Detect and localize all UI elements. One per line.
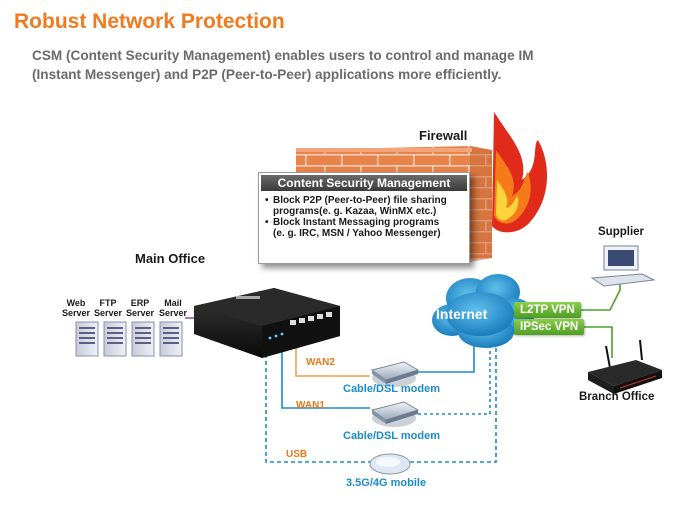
server-rack-icons bbox=[75, 321, 183, 357]
page-title: Robust Network Protection bbox=[14, 10, 285, 33]
router-icon bbox=[194, 288, 340, 358]
main-office-label: Main Office bbox=[135, 251, 206, 266]
computer-icon bbox=[590, 245, 656, 287]
supplier-label: Supplier bbox=[598, 226, 645, 238]
mobile-modem-icon bbox=[369, 453, 411, 475]
ipsec-vpn-tag: IPSec VPN bbox=[514, 319, 585, 335]
l2tp-vpn-tag: L2TP VPN bbox=[514, 302, 581, 318]
wan2-label: WAN2 bbox=[306, 357, 335, 368]
csm-list: Block P2P (Peer-to-Peer) file sharing pr… bbox=[265, 195, 469, 239]
flame-icon bbox=[492, 112, 548, 233]
server-label-mail: Mail Server bbox=[158, 298, 188, 318]
branch-office-label: Branch Office bbox=[579, 391, 655, 403]
server-label-erp: ERP Server bbox=[126, 298, 155, 318]
firewall-label: Firewall bbox=[419, 128, 468, 143]
server-label-ftp: FTP Server bbox=[94, 298, 123, 318]
csm-item-im: Block Instant Messaging programs (e. g. … bbox=[265, 217, 469, 239]
csm-callout: Content Security Management Block P2P (P… bbox=[258, 172, 470, 264]
modem-icon-2 bbox=[370, 401, 420, 427]
wan1-label: WAN1 bbox=[296, 400, 325, 411]
intro-text: CSM (Content Security Management) enable… bbox=[32, 46, 632, 84]
internet-label: Internet bbox=[436, 306, 488, 322]
modem-icon-1 bbox=[370, 361, 420, 387]
intro-line-1: CSM (Content Security Management) enable… bbox=[32, 48, 534, 63]
usb-label: USB bbox=[286, 449, 308, 460]
intro-line-2: (Instant Messenger) and P2P (Peer-to-Pee… bbox=[32, 67, 502, 82]
branch-router-icon bbox=[588, 339, 662, 394]
csm-item-p2p: Block P2P (Peer-to-Peer) file sharing pr… bbox=[265, 195, 469, 217]
csm-heading: Content Security Management bbox=[261, 175, 467, 191]
mobile-label: 3.5G/4G mobile bbox=[346, 477, 427, 489]
modem2-label: Cable/DSL modem bbox=[343, 430, 440, 442]
server-label-web: Web Server bbox=[62, 298, 91, 318]
modem1-label: Cable/DSL modem bbox=[343, 383, 440, 395]
